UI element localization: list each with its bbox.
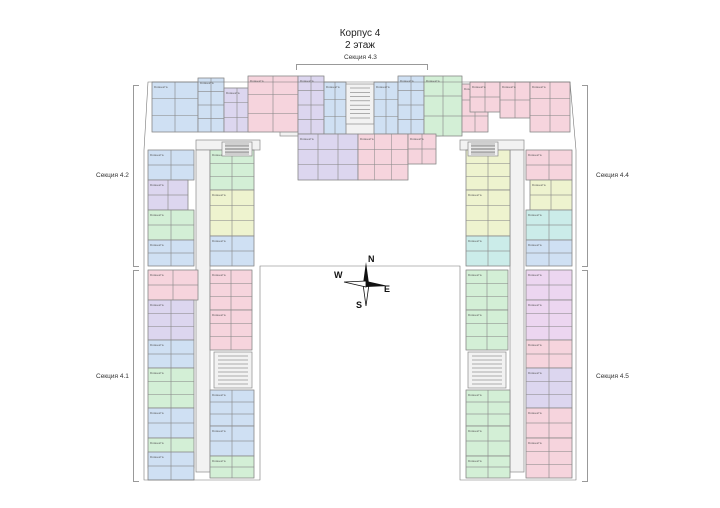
compass-rose-icon [343,262,388,307]
section-label-4-1: Секция 4.1 [96,373,129,380]
room-label: Комната [528,213,542,217]
building-outline [143,81,577,481]
room [421,148,437,165]
room-label: Комната [212,393,226,397]
room-label: Комната [150,303,164,307]
compass-north-label: N [368,254,375,264]
room-label: Комната [150,441,164,445]
room-label: Комната [502,85,516,89]
room-label: Комната [200,81,214,85]
room-label: Комната [150,273,164,277]
stairs-icon [225,143,249,155]
room-label: Комната [400,79,414,83]
room-label: Комната [150,371,164,375]
compass-south-label: S [356,300,363,310]
room-label: Комната [532,85,546,89]
room-label: Комната [212,239,226,243]
building-title: Корпус 4 [339,28,381,39]
room-label: Комната [528,243,542,247]
room-label: Комната [150,183,164,187]
section-bracket-4-1 [133,270,139,482]
room-label: Комната [468,429,482,433]
room-label: Комната [468,393,482,397]
compass: N S W E [334,254,394,312]
room-label: Комната [150,243,164,247]
room-label: Комната [528,153,542,157]
room [391,164,409,181]
section-bracket-4-4 [582,85,588,267]
room-label: Комната [150,153,164,157]
room [231,250,255,267]
room-label: Комната [468,459,482,463]
room-label: Комната [410,137,424,141]
room-label: Комната [212,273,226,277]
room-label: Комната [468,313,482,317]
room-label: Комната [300,79,314,83]
room [231,466,255,479]
room-label: Комната [212,429,226,433]
room-label: Комната [360,137,374,141]
corridor-right [509,149,525,473]
section-label-4-2: Секция 4.2 [96,172,129,179]
room [487,250,511,267]
room [474,115,489,133]
room [486,336,509,351]
compass-west-label: W [334,270,343,280]
section-label-4-4: Секция 4.4 [596,172,629,179]
stairs-icon [218,355,248,385]
room-label: Комната [300,137,314,141]
compass-east-label: E [384,284,391,294]
room-label: Комната [212,193,226,197]
section-bracket-4-2 [133,85,139,267]
room [487,466,511,479]
room-label: Комната [468,193,482,197]
room-label: Комната [212,153,226,157]
floor-title: 2 этаж [345,40,375,51]
room-label: Комната [528,441,542,445]
room [230,336,253,351]
room-label: Комната [376,85,390,89]
section-bracket-4-5 [582,270,588,482]
room-label: Комната [150,411,164,415]
stairs-icon [350,87,370,119]
room-label: Комната [472,85,486,89]
stair-core [345,83,375,125]
room-label: Комната [468,239,482,243]
room-label: Комната [528,371,542,375]
room-label: Комната [212,459,226,463]
room-label: Комната [528,411,542,415]
room [170,252,195,267]
room-label: Комната [426,79,440,83]
stair-core [467,351,507,389]
room [548,252,573,267]
room-label: Комната [150,213,164,217]
room-label: Комната [326,85,340,89]
section-bracket-4-3 [296,64,428,70]
room-label: Комната [226,91,240,95]
apartment [357,133,409,181]
stairs-icon [471,143,495,155]
room-label: Комната [528,343,542,347]
stair-core [213,351,253,389]
stairs-icon [472,355,502,385]
room-label: Комната [528,303,542,307]
room [549,115,571,133]
section-label-4-5: Секция 4.5 [596,373,629,380]
room-label: Комната [212,313,226,317]
apartment [297,133,359,181]
room-label: Комната [528,273,542,277]
room-label: Комната [150,455,164,459]
room-label: Комната [150,343,164,347]
room-label: Комната [250,79,264,83]
room-label: Комната [154,85,168,89]
room-label: Комната [532,183,546,187]
room-label: Комната [468,273,482,277]
corridor-left [195,149,211,473]
room [548,464,573,479]
section-label-4-3: Секция 4.3 [344,54,377,61]
